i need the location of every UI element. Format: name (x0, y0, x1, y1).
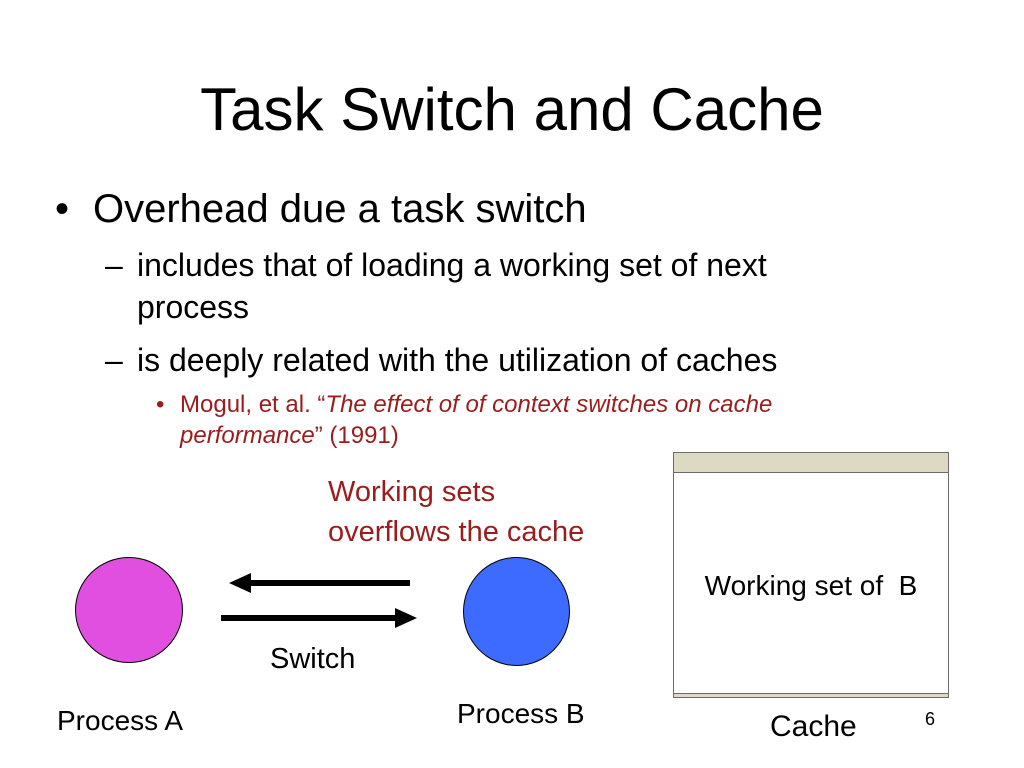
process-b-circle (463, 557, 570, 666)
subbullet-loading-working-set: –includes that of loading a working set … (105, 245, 767, 285)
subbullet-text: is deeply related with the utilization o… (137, 342, 778, 378)
cache-top-band (674, 453, 948, 473)
annotation-line: Working sets (328, 476, 496, 508)
cache-label: Cache (770, 710, 857, 743)
reference-authors: Mogul, et al. “ (180, 391, 326, 418)
cache-working-set-label: Working set of B (704, 570, 918, 601)
right-arrow (221, 608, 417, 628)
left-arrow (229, 573, 410, 593)
overflow-annotation: Working sets overflows the cache (328, 472, 584, 552)
reference-bullet: • Mogul, et al. “The effect of of context… (156, 390, 772, 420)
switch-arrows (221, 573, 417, 628)
reference-title: The effect of of context switches on cac… (325, 391, 773, 418)
cache-box: Working set of B (673, 452, 949, 698)
bullet-overhead: • Overhead due a task switch (55, 183, 587, 235)
cache-bottom-band (674, 693, 948, 697)
reference-title-continued: performance (180, 422, 315, 449)
slide-title: Task Switch and Cache (200, 76, 824, 143)
dash-marker: – (105, 247, 123, 283)
subbullet-cache-utilization: –is deeply related with the utilization … (105, 340, 777, 380)
page-number: 6 (925, 709, 936, 729)
process-a-circle (75, 557, 183, 663)
process-b-label: Process B (457, 698, 585, 729)
subbullet-text: includes that of loading a working set o… (137, 247, 767, 283)
reference-bullet-continued: performance” (1991) (180, 421, 399, 451)
bullet-text: Overhead due a task switch (93, 187, 587, 231)
annotation-line: overflows the cache (328, 516, 585, 548)
bullet-marker: • (55, 187, 70, 231)
dash-marker: – (105, 342, 123, 378)
subbullet-loading-working-set-continued: process (137, 289, 250, 325)
process-a-label: Process A (57, 705, 184, 736)
bullet-marker: • (156, 391, 165, 418)
reference-year: ” (1991) (314, 422, 399, 449)
switch-label: Switch (270, 643, 356, 675)
